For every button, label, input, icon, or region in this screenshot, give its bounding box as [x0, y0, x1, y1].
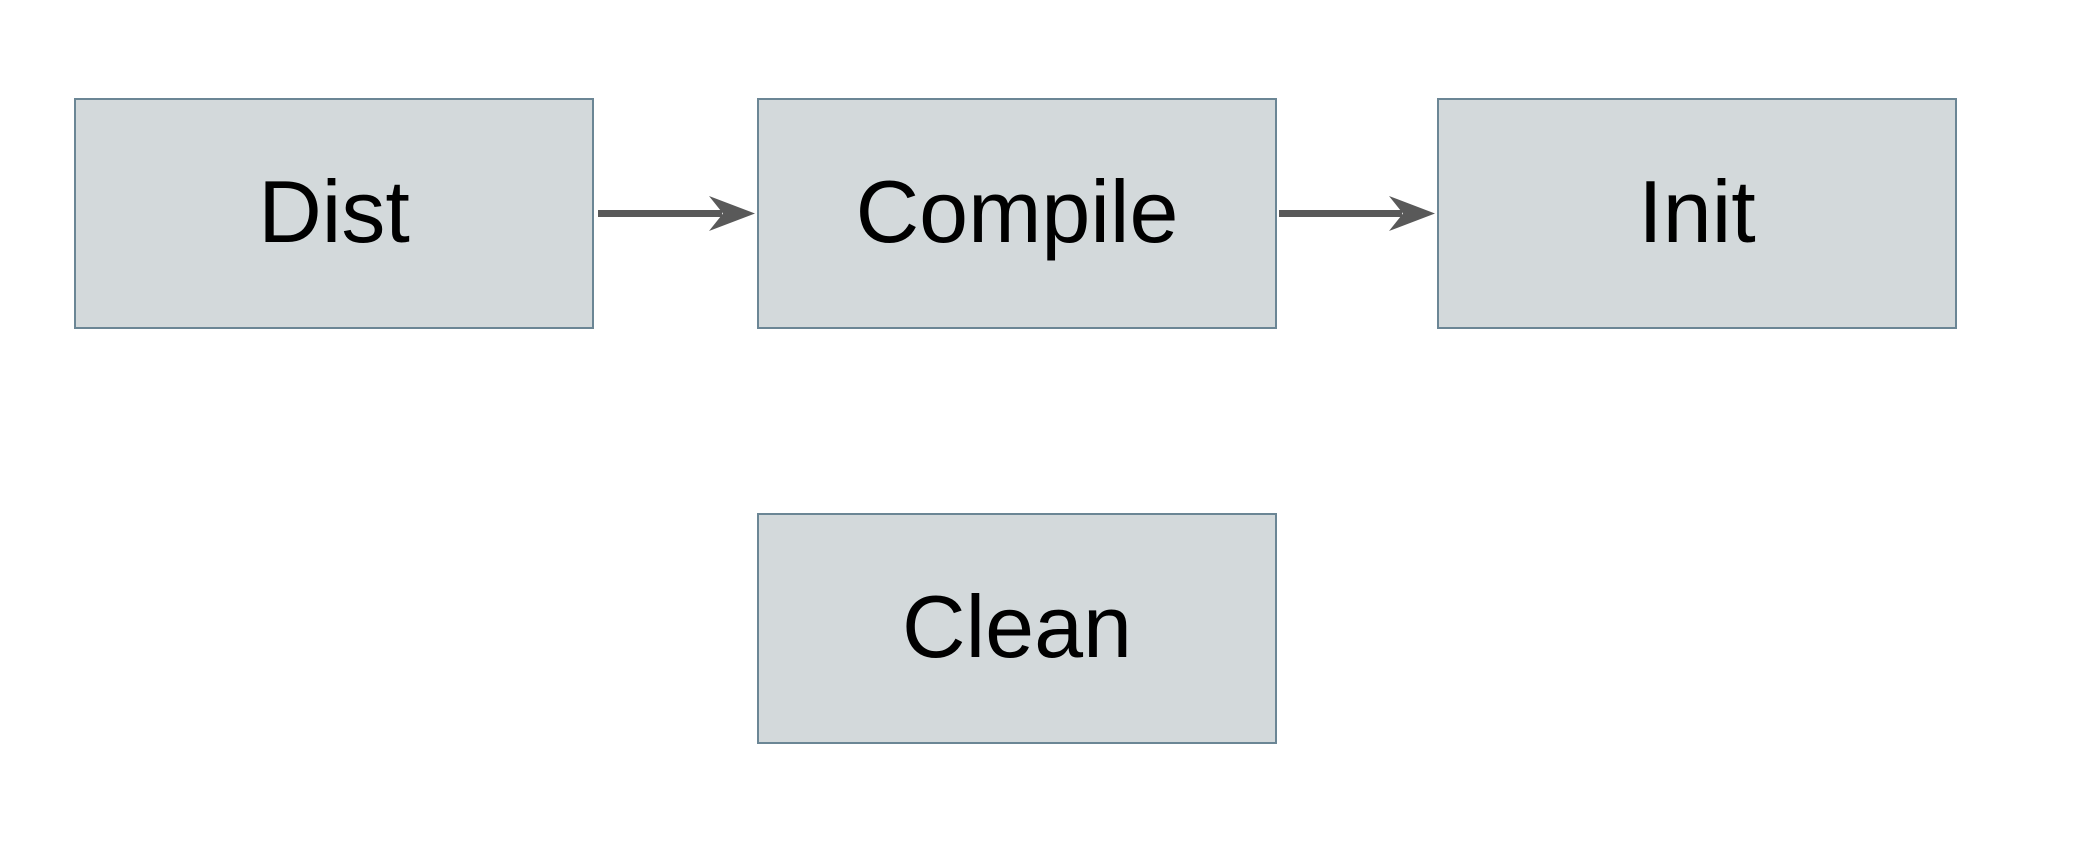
- node-dist-label: Dist: [258, 161, 410, 261]
- arrow-dist-to-compile: [598, 196, 755, 231]
- node-compile-label: Compile: [855, 161, 1179, 261]
- node-compile[interactable]: Compile: [757, 98, 1277, 329]
- arrow-dist-to-compile-head: [709, 196, 755, 231]
- node-init-label: Init: [1638, 161, 1756, 261]
- node-dist[interactable]: Dist: [74, 98, 594, 329]
- node-clean-label: Clean: [902, 576, 1132, 676]
- arrow-compile-to-init: [1279, 196, 1435, 231]
- arrow-compile-to-init-head: [1389, 196, 1435, 231]
- node-init[interactable]: Init: [1437, 98, 1957, 329]
- node-clean[interactable]: Clean: [757, 513, 1277, 744]
